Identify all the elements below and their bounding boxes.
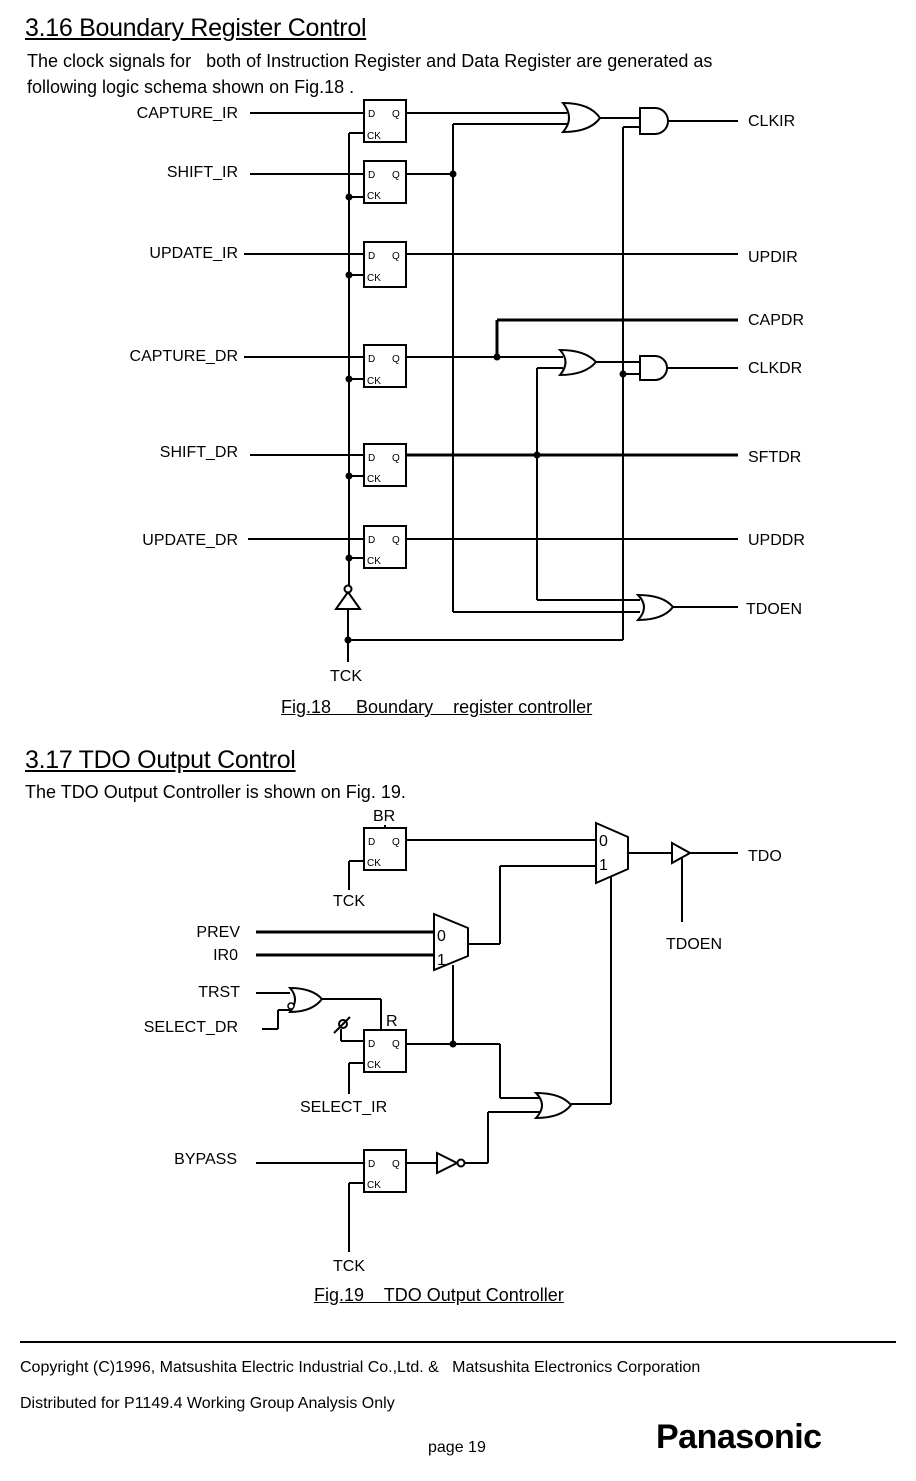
fig18-flipflop-5: D Q CK [363, 443, 407, 487]
fig18-flipflop-2: D Q CK [363, 160, 407, 204]
fig18-output-tdoen: TDOEN [746, 601, 802, 618]
fig18-or-gate-dr [557, 348, 598, 377]
fig18-input-update-dr: UPDATE_DR [142, 532, 238, 549]
fig18-output-sftdr: SFTDR [748, 449, 801, 466]
footer-page-number: page 19 [428, 1439, 486, 1456]
svg-text:CK: CK [367, 556, 381, 567]
svg-text:D: D [368, 251, 375, 262]
fig18-and-gate-clkdr [639, 355, 668, 381]
panasonic-logo: Panasonic [656, 1418, 822, 1456]
svg-text:Q: Q [392, 170, 400, 181]
fig18-or-gate-ir [560, 101, 602, 134]
fig18-flipflop-3: D Q CK [363, 241, 407, 288]
fig18-output-clkdr: CLKDR [748, 360, 802, 377]
svg-text:CK: CK [367, 131, 381, 142]
fig19-caption: Fig.19 TDO Output Controller [314, 1285, 564, 1305]
fig18-flipflop-6: D Q CK [363, 525, 407, 569]
svg-text:CK: CK [367, 191, 381, 202]
footer-distributed: Distributed for P1149.4 Working Group An… [20, 1395, 395, 1412]
section-317-paragraph: The TDO Output Controller is shown on Fi… [25, 782, 406, 802]
fig18-flipflop-1: D Q CK [363, 99, 407, 143]
fig18-and-gate-clkir [639, 107, 669, 135]
svg-text:Q: Q [392, 251, 400, 262]
fig18-input-shift-ir: SHIFT_IR [167, 164, 238, 181]
section-316-paragraph-line1: The clock signals for both of Instructio… [27, 51, 713, 71]
svg-text:Q: Q [392, 354, 400, 365]
svg-text:CK: CK [367, 376, 381, 387]
svg-text:D: D [368, 170, 375, 181]
svg-text:D: D [368, 535, 375, 546]
footer-divider [20, 1341, 896, 1343]
section-316-paragraph-line2: following logic schema shown on Fig.18 . [27, 77, 355, 97]
fig18-output-upddr: UPDDR [748, 532, 805, 549]
fig18-output-updir: UPDIR [748, 249, 798, 266]
fig18-input-capture-dr: CAPTURE_DR [130, 348, 238, 365]
fig18-output-capdr: CAPDR [748, 312, 804, 329]
svg-text:CK: CK [367, 474, 381, 485]
svg-text:Q: Q [392, 535, 400, 546]
fig18-input-capture-ir: CAPTURE_IR [137, 105, 238, 122]
fig18-flipflop-4: D Q CK [363, 344, 407, 388]
svg-text:Q: Q [392, 453, 400, 464]
svg-text:D: D [368, 109, 375, 120]
svg-text:CK: CK [367, 273, 381, 284]
svg-text:D: D [368, 453, 375, 464]
fig18-tck-label: TCK [330, 668, 362, 685]
fig18-caption: Fig.18 Boundary register controller [281, 697, 593, 717]
fig18-input-shift-dr: SHIFT_DR [160, 444, 238, 461]
section-317-heading: 3.17 TDO Output Control [25, 746, 296, 774]
fig18-input-update-ir: UPDATE_IR [149, 245, 238, 262]
svg-text:D: D [368, 354, 375, 365]
svg-text:Q: Q [392, 109, 400, 120]
footer-copyright: Copyright (C)1996, Matsushita Electric I… [20, 1359, 701, 1376]
fig18-output-clkir: CLKIR [748, 113, 795, 130]
fig18-or-gate-tdoen [635, 593, 675, 622]
fig18-clock-inverter [334, 590, 362, 610]
section-316-heading: 3.16 Boundary Register Control [25, 14, 367, 42]
